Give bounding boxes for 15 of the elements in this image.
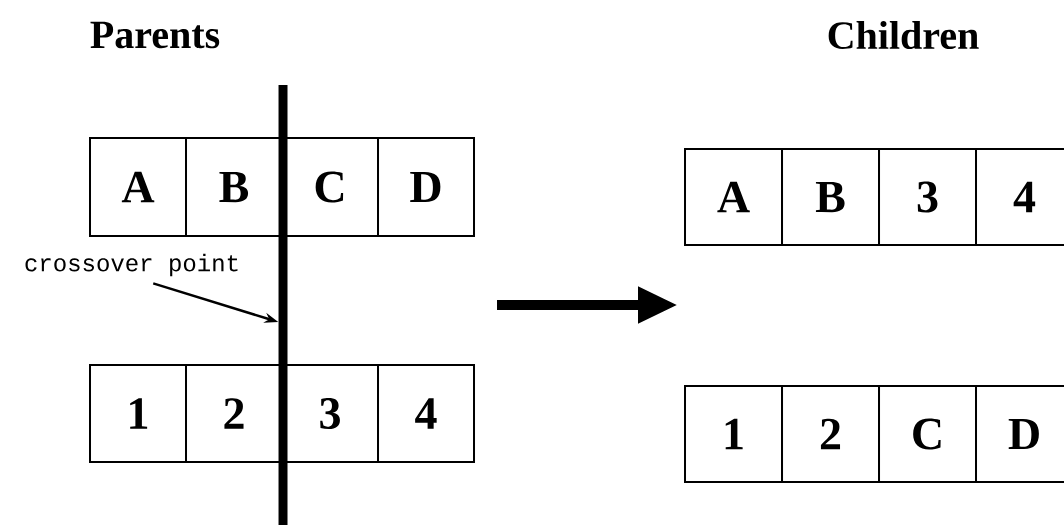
letter-cell: 2: [781, 385, 880, 483]
heading: Parents: [90, 21, 220, 49]
letter-cell: A: [684, 148, 783, 246]
letter-cell: 1: [684, 385, 783, 483]
letter-cell: D: [377, 137, 475, 237]
letter-cell: A: [89, 137, 187, 237]
heading: Children: [828, 20, 979, 50]
letter-cell: 3: [878, 148, 977, 246]
letter-cell: 1: [89, 364, 187, 463]
letter-cell: C: [878, 385, 977, 483]
annotation-text: crossover point: [25, 253, 238, 277]
letter-cell: 4: [975, 148, 1064, 246]
letter-cell: 4: [377, 364, 475, 463]
letter-cell: B: [781, 148, 880, 246]
letter-cell: D: [975, 385, 1064, 483]
